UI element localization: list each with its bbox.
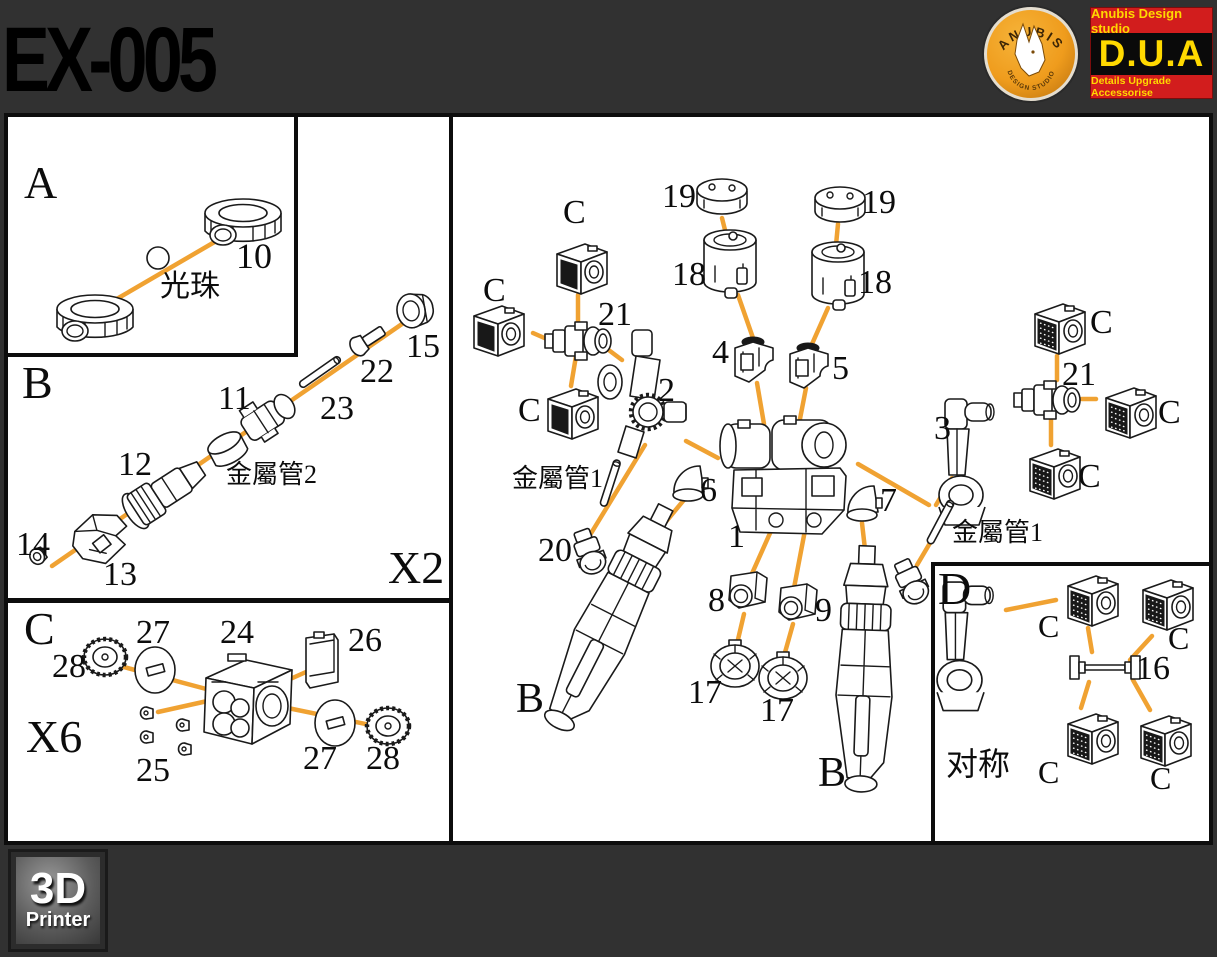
label-part-28: 28	[52, 648, 86, 685]
banner-studio-name: Anubis Design studio	[1091, 5, 1183, 36]
label-part-22: 22	[360, 353, 394, 390]
label-part-27: 27	[136, 614, 170, 651]
printer-badge: 3D Printer	[8, 849, 108, 952]
label-part-23: 23	[320, 390, 354, 427]
label-part-15: 15	[406, 328, 440, 365]
label-assembly-b: B	[818, 750, 847, 796]
label-assembly-c: C	[1150, 760, 1172, 796]
label-assembly-c: C	[518, 392, 541, 429]
label-assembly-c: C	[1090, 304, 1113, 341]
label-assembly-b: B	[516, 676, 545, 722]
label-part-28: 28	[366, 740, 400, 777]
printer-badge-3d: 3D	[29, 864, 87, 914]
label-part-9: 9	[815, 592, 832, 629]
label-part-2: 2	[658, 372, 675, 409]
jackal-head-icon	[1014, 22, 1046, 77]
label-part-3: 3	[934, 410, 951, 447]
label-part-26: 26	[348, 622, 382, 659]
label-part-14: 14	[16, 526, 50, 563]
multiplier-x2: X2	[388, 542, 445, 593]
panel-d	[931, 562, 1213, 845]
anubis-logo-art: ANUBIS DESIGN STUDIO	[995, 22, 1065, 92]
label-assembly-c: C	[563, 194, 586, 231]
label-part-7: 7	[880, 482, 897, 519]
label-part-12: 12	[118, 446, 152, 483]
section-label-a: A	[24, 157, 58, 208]
label-part-20: 20	[538, 532, 572, 569]
label-part-25: 25	[136, 752, 170, 789]
label-part-27: 27	[303, 740, 337, 777]
label-part-17: 17	[760, 692, 794, 729]
label-light-sphere: 光珠	[160, 270, 220, 303]
label-part-1: 1	[728, 518, 745, 555]
multiplier-x6: X6	[26, 711, 83, 762]
dua-banner: Anubis Design studio D.U.A Details Upgra…	[1090, 5, 1213, 99]
label-part-10: 10	[236, 236, 272, 276]
label-part-8: 8	[708, 582, 725, 619]
label-part-6: 6	[700, 472, 717, 509]
section-label-d: D	[938, 563, 972, 614]
product-code-title: EX-005	[2, 9, 218, 111]
label-part-21: 21	[598, 296, 632, 333]
label-part-4: 4	[712, 334, 729, 371]
banner-acronym: D.U.A	[1091, 33, 1212, 75]
label-part-19: 19	[662, 178, 696, 215]
label-part-21: 21	[1062, 356, 1096, 393]
label-part-13: 13	[103, 556, 137, 593]
label-part-16: 16	[1136, 650, 1170, 687]
label-metal-tube-1: 金屬管1	[512, 464, 604, 493]
anubis-logo: ANUBIS DESIGN STUDIO	[984, 7, 1078, 101]
label-part-17: 17	[688, 674, 722, 711]
printer-badge-text: Printer	[25, 908, 91, 931]
label-part-5: 5	[832, 350, 849, 387]
label-part-18: 18	[672, 256, 706, 293]
section-label-b: B	[22, 357, 53, 408]
label-assembly-c: C	[1038, 608, 1060, 644]
section-label-c: C	[24, 603, 55, 654]
label-part-11: 11	[218, 380, 251, 417]
banner-tagline: Details Upgrade Accessorise	[1091, 75, 1171, 99]
label-assembly-c: C	[483, 272, 506, 309]
label-metal-tube-1: 金屬管1	[952, 518, 1044, 547]
label-symmetric-note: 对称	[946, 746, 1011, 782]
label-part-18: 18	[858, 264, 892, 301]
panel-a	[4, 113, 298, 357]
label-part-19: 19	[862, 184, 896, 221]
printer-badge-inner: 3D Printer	[16, 857, 100, 944]
label-assembly-c: C	[1078, 458, 1101, 495]
label-assembly-c: C	[1038, 754, 1060, 790]
label-metal-tube-2: 金屬管2	[226, 460, 318, 489]
label-assembly-c: C	[1158, 394, 1181, 431]
label-part-24: 24	[220, 614, 254, 651]
label-assembly-c: C	[1168, 620, 1190, 656]
